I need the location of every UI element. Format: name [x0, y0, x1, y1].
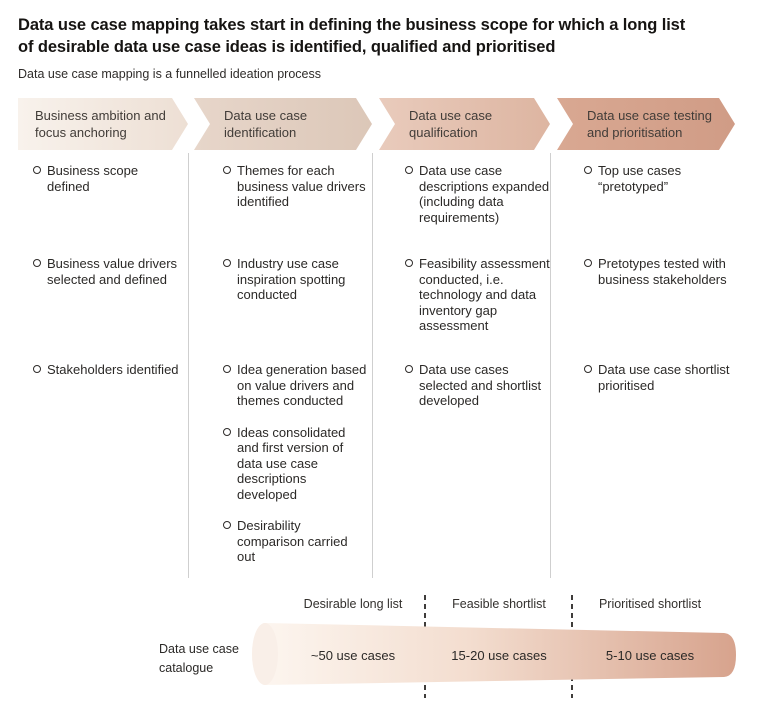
bullet-item: Data use case shortlist prioritised	[584, 362, 744, 393]
phase-arrow-business-ambition: Business ambition and focus anchoring	[18, 98, 188, 150]
catalogue-label: Data use case catalogue	[159, 640, 259, 678]
segment-label-prioritised-shortlist: Prioritised shortlist	[598, 597, 702, 611]
bullet-item: Ideas consolidated and first version of …	[223, 425, 373, 503]
phase-arrow-testing-prioritisation: Data use case testing and prioritisation	[557, 98, 735, 150]
bullet-circle-icon	[223, 365, 231, 373]
phase-arrow-identification: Data use case identification	[194, 98, 372, 150]
bullet-text: Data use case shortlist prioritised	[598, 362, 730, 393]
bullet-circle-icon	[33, 166, 41, 174]
bullet-item: Industry use case inspiration spotting c…	[223, 256, 373, 303]
bullet-circle-icon	[584, 259, 592, 267]
funnel-body	[252, 623, 736, 685]
funnel-value-feasible: 15-20 use cases	[451, 648, 547, 663]
bullet-text: Top use cases “pretotyped”	[598, 163, 682, 194]
column-divider	[372, 153, 373, 578]
bullet-text: Data use cases selected and shortlist de…	[419, 362, 542, 408]
catalogue-label-line1: Data use case	[159, 642, 239, 656]
bullet-circle-icon	[223, 521, 231, 529]
bullet-item: Desirability comparison carried out	[223, 518, 373, 565]
funnel-left-cap	[252, 623, 278, 685]
bullet-circle-icon	[584, 166, 592, 174]
bullet-text: Data use case descriptions expanded (inc…	[419, 163, 550, 225]
bullet-text: Business value drivers selected and defi…	[47, 256, 178, 287]
page-subtitle: Data use case mapping is a funnelled ide…	[18, 67, 321, 81]
column-business-ambition: Business scope defined Business value dr…	[33, 163, 183, 394]
column-divider	[188, 153, 189, 578]
bullet-circle-icon	[223, 427, 231, 436]
bullet-item: Top use cases “pretotyped”	[584, 163, 744, 194]
bullet-circle-icon	[405, 166, 413, 174]
bullet-text: Business scope defined	[47, 163, 139, 194]
bullet-text: Feasibility assessment conducted, i.e. t…	[419, 256, 550, 333]
bullet-item: Data use case descriptions expanded (inc…	[405, 163, 555, 225]
bullet-item: Business value drivers selected and defi…	[33, 256, 183, 287]
bullet-text: Industry use case inspiration spotting c…	[237, 256, 346, 302]
bullet-circle-icon	[33, 365, 41, 373]
bullet-item: Pretotypes tested with business stakehol…	[584, 256, 744, 287]
phase-arrow-qualification: Data use case qualification	[379, 98, 550, 150]
column-testing-prioritisation: Top use cases “pretotyped” Pretotypes te…	[584, 163, 744, 409]
funnel-cylinder	[252, 623, 736, 685]
segment-label-desirable-long-list: Desirable long list	[303, 597, 403, 611]
bullet-text: Themes for each business value drivers i…	[237, 163, 366, 209]
page-title-line1: Data use case mapping takes start in def…	[18, 16, 686, 34]
catalogue-label-line2: catalogue	[159, 661, 214, 675]
bullet-item: Idea generation based on value drivers a…	[223, 362, 373, 409]
funnel-value-prioritised: 5-10 use cases	[605, 648, 695, 663]
phase-label: Business ambition and focus anchoring	[35, 108, 166, 140]
bullet-circle-icon	[584, 365, 592, 373]
bullet-text: Pretotypes tested with business stakehol…	[598, 256, 727, 287]
phase-label: Data use case qualification	[409, 108, 493, 140]
bullet-text: Stakeholders identified	[47, 362, 179, 377]
bullet-text: Ideas consolidated and first version of …	[237, 424, 346, 502]
bullet-text: Idea generation based on value drivers a…	[237, 362, 367, 408]
bullet-item: Themes for each business value drivers i…	[223, 163, 373, 210]
bullet-item: Feasibility assessment conducted, i.e. t…	[405, 256, 555, 334]
bullet-item: Data use cases selected and shortlist de…	[405, 362, 555, 409]
column-identification: Themes for each business value drivers i…	[223, 163, 373, 581]
phase-label: Data use case identification	[224, 108, 308, 140]
column-divider	[550, 153, 551, 578]
page-title: Data use case mapping takes start in def…	[18, 14, 718, 58]
funnel-value-long-list: ~50 use cases	[310, 648, 396, 663]
segment-label-feasible-shortlist: Feasible shortlist	[452, 597, 546, 611]
bullet-circle-icon	[405, 365, 413, 373]
bullet-text: Desirability comparison carried out	[237, 518, 348, 564]
page-title-line2: of desirable data use case ideas is iden…	[18, 38, 556, 56]
bullet-circle-icon	[33, 259, 41, 267]
bullet-item: Business scope defined	[33, 163, 183, 194]
bullet-item: Stakeholders identified	[33, 362, 183, 378]
phase-label: Data use case testing and prioritisation	[587, 108, 713, 140]
column-qualification: Data use case descriptions expanded (inc…	[405, 163, 555, 425]
bullet-circle-icon	[405, 259, 413, 267]
bullet-circle-icon	[223, 259, 231, 267]
bullet-circle-icon	[223, 166, 231, 174]
